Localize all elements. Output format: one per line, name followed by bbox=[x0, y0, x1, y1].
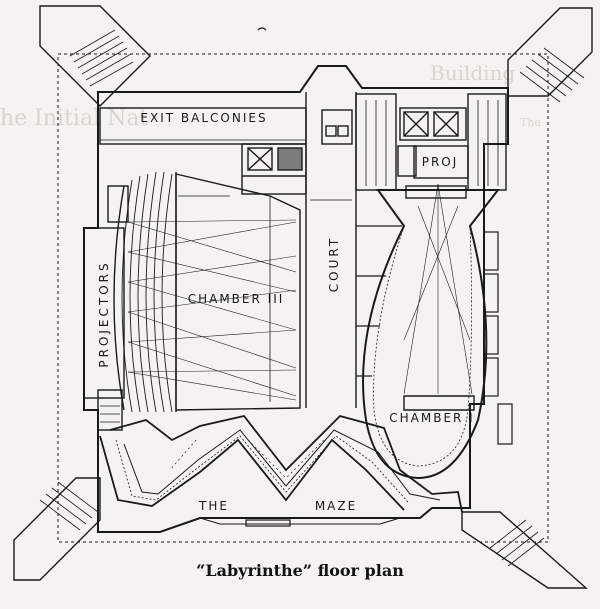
bleed-through-text: Building he Initial Nat The bbox=[0, 61, 541, 131]
svg-text:The: The bbox=[520, 116, 541, 129]
service-blocks-north bbox=[241, 93, 507, 195]
corner-stair-ne bbox=[507, 7, 593, 103]
chamber-iii-room bbox=[113, 171, 301, 413]
label-exit-balconies: EXIT BALCONIES bbox=[140, 111, 267, 125]
label-proj: PROJ bbox=[422, 155, 459, 169]
corner-stair-nw bbox=[39, 5, 151, 107]
label-maze: MAZE bbox=[315, 499, 357, 513]
proj-room bbox=[413, 145, 469, 179]
label-chamber-i: CHAMBER I bbox=[389, 411, 474, 425]
site-boundary bbox=[57, 53, 549, 543]
chamber-i-room bbox=[356, 183, 513, 480]
label-projectors: PROJECTORS bbox=[97, 260, 111, 367]
door-marks bbox=[245, 27, 291, 527]
corner-stair-se bbox=[461, 511, 588, 589]
label-court: COURT bbox=[327, 236, 341, 292]
label-chamber-iii: CHAMBER III bbox=[188, 292, 285, 306]
figure-caption: “Labyrinthe” floor plan bbox=[196, 561, 404, 580]
maze-room bbox=[99, 414, 463, 525]
building-outline bbox=[83, 65, 509, 533]
svg-text:Building: Building bbox=[430, 61, 515, 85]
corner-stair-sw bbox=[13, 477, 101, 581]
court-room bbox=[305, 92, 357, 408]
label-the: THE bbox=[198, 499, 229, 513]
svg-text:he Initial Nat: he Initial Nat bbox=[0, 106, 148, 131]
